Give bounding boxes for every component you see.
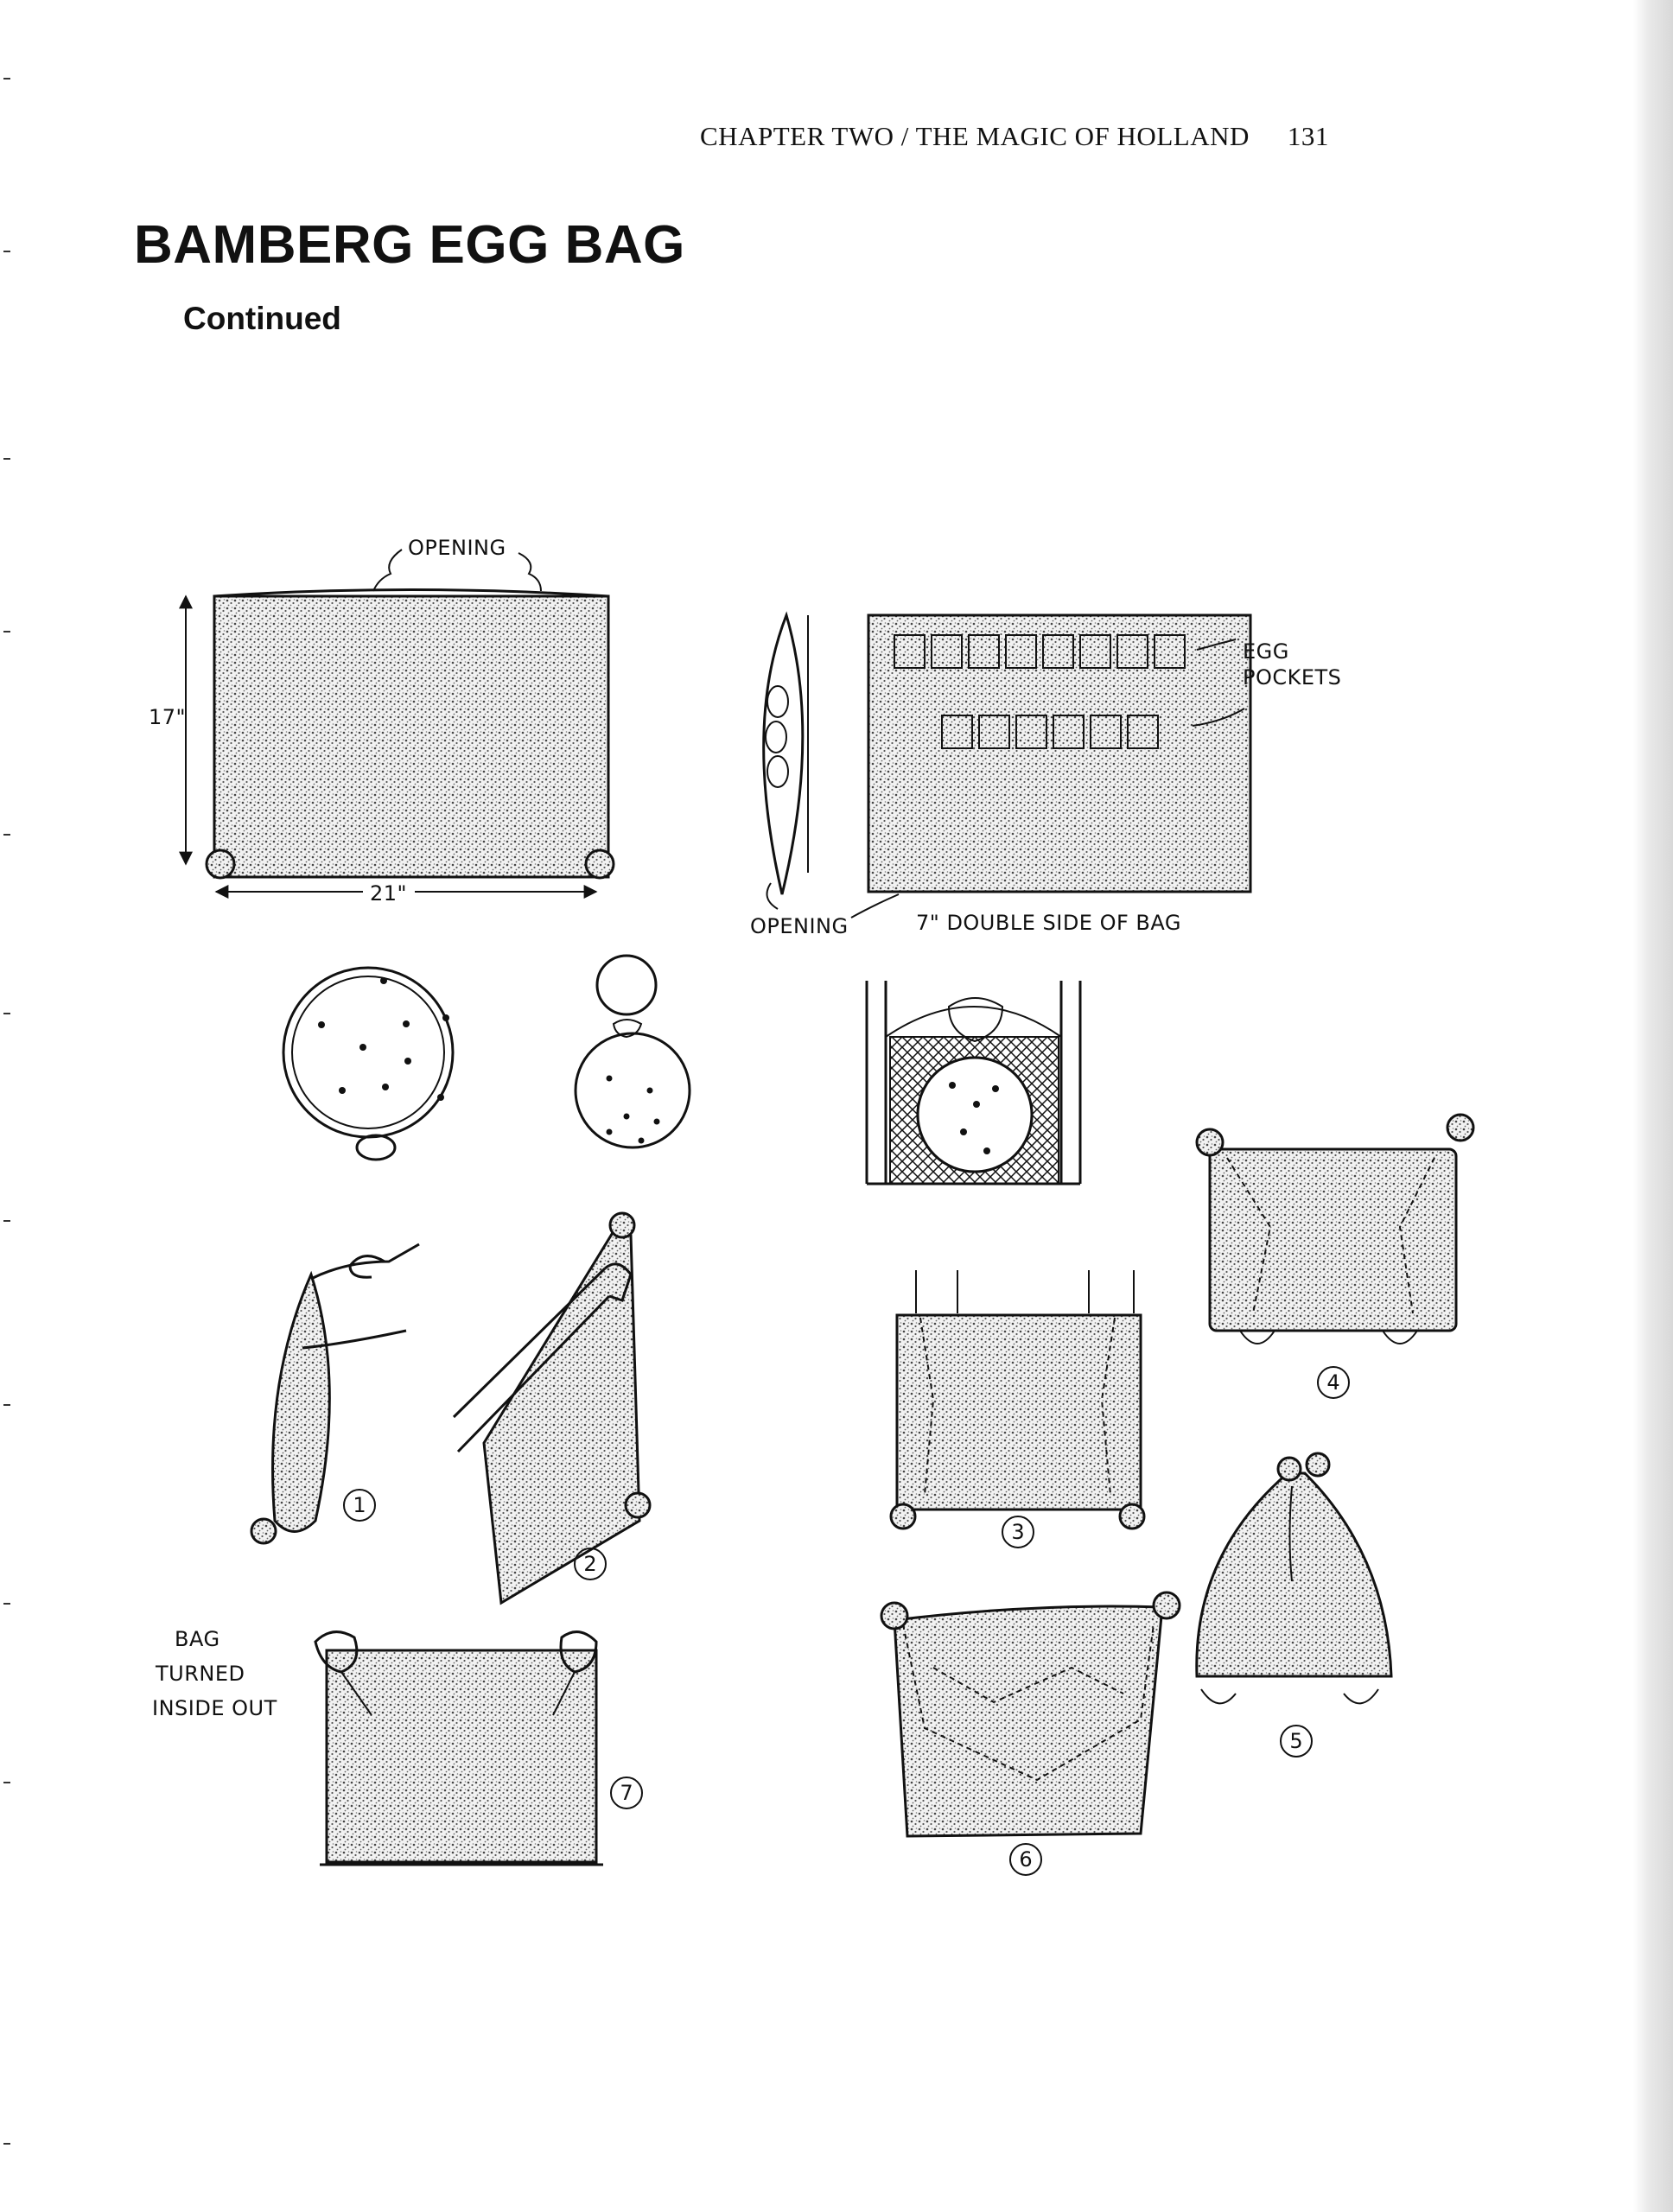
figure-step-1: 1 <box>250 1243 420 1545</box>
step-6-bag <box>893 1605 1164 1838</box>
page-edge <box>1633 0 1673 2212</box>
inside-out-label-2: TURNED <box>155 1662 245 1686</box>
step-1-number: 1 <box>353 1493 366 1517</box>
running-head: CHAPTER TWO / THE MAGIC OF HOLLAND 131 <box>700 121 1329 152</box>
page-number: 131 <box>1287 121 1329 151</box>
plate-dots <box>318 977 449 1101</box>
inside-out-label-3: INSIDE OUT <box>152 1696 277 1720</box>
binding-mark <box>3 1782 10 1783</box>
bag-body <box>213 594 610 879</box>
bag-ball <box>574 1032 691 1149</box>
step-4-number: 4 <box>1326 1370 1339 1395</box>
figure-step-3: 3 <box>889 1270 1146 1548</box>
step-3-bag <box>895 1313 1142 1511</box>
bag-pockets-panel <box>867 613 1252 893</box>
binding-mark <box>3 78 10 79</box>
binding-mark <box>3 2143 10 2145</box>
figure-plate-and-bag <box>282 954 691 1161</box>
step-1-bag <box>271 1270 331 1533</box>
step-3-number: 3 <box>1011 1520 1024 1544</box>
figure-step-6: 6 <box>880 1591 1181 1876</box>
opening-label-side: OPENING <box>750 914 849 938</box>
inside-out-label-1: BAG <box>175 1627 220 1651</box>
bag-side-view <box>762 611 805 895</box>
bag-ball-top <box>595 954 658 1016</box>
figure-step-2: 2 <box>452 1211 652 1605</box>
egg-pockets-label-2: POCKETS <box>1243 665 1341 690</box>
egg-pocket-row-top <box>894 634 1186 669</box>
figure-bag-dimensions: 17" 21" OPENING <box>149 536 615 906</box>
binding-mark <box>3 1220 10 1222</box>
running-head-text: CHAPTER TWO / THE MAGIC OF HOLLAND <box>700 121 1250 151</box>
page-title: BAMBERG EGG BAG <box>134 215 685 275</box>
opening-label-top: OPENING <box>408 536 506 560</box>
width-label: 21" <box>370 881 407 906</box>
page-subtitle: Continued <box>183 301 341 336</box>
round-plate <box>282 966 455 1139</box>
egg-pocket-row-bottom <box>941 715 1159 749</box>
step-7-number: 7 <box>620 1781 633 1805</box>
step-4-bag <box>1208 1147 1458 1332</box>
figure-egg-pockets: EGG POCKETS OPENING 7" DOUBLE SIDE OF BA… <box>750 611 1341 938</box>
height-label: 17" <box>149 705 186 729</box>
figure-step-7: 7 BAG TURNED INSIDE OUT <box>152 1627 643 1866</box>
binding-mark <box>3 631 10 632</box>
binding-mark <box>3 458 10 460</box>
egg-pockets-label-1: EGG <box>1243 639 1289 664</box>
step-5-number: 5 <box>1289 1729 1302 1753</box>
binding-mark <box>3 834 10 836</box>
bag-corner-knot-right <box>584 849 615 880</box>
binding-mark <box>3 1404 10 1406</box>
binding-mark <box>3 1013 10 1014</box>
binding-mark <box>3 1603 10 1605</box>
step-6-number: 6 <box>1019 1847 1032 1872</box>
figure-chair <box>865 981 1082 1185</box>
figure-step-5: 5 <box>1195 1452 1393 1758</box>
step-7-bag <box>325 1649 598 1864</box>
binding-mark <box>3 251 10 252</box>
figure-step-4: 4 <box>1195 1113 1475 1399</box>
step-2-number: 2 <box>583 1552 596 1576</box>
step-5-bag <box>1195 1471 1393 1678</box>
step-2-bag <box>482 1230 641 1605</box>
bag-corner-knot-left <box>205 849 236 880</box>
double-side-label: 7" DOUBLE SIDE OF BAG <box>916 911 1181 935</box>
